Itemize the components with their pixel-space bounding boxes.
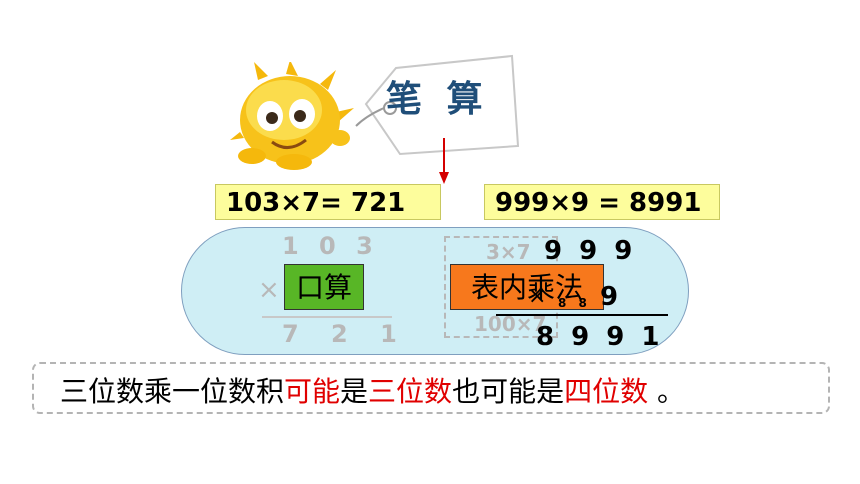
right-calc-multiplicand: 9 9 9 [544, 236, 637, 266]
times-table-label: 表内乘法 [450, 264, 604, 310]
equation-expr: 103×7= [226, 188, 351, 218]
left-calc-product: 7 2 1 [282, 320, 409, 348]
right-calc-divider [496, 314, 668, 316]
equation-box-2: 999×9 = 8991 [484, 184, 720, 220]
equation-expr: 999×9 = [495, 188, 630, 218]
statement-highlight: 四位数 [564, 375, 649, 408]
statement-part: 是 [340, 375, 369, 408]
hint-top: 3×7 [486, 240, 531, 264]
mental-math-label: 口算 [284, 264, 364, 310]
equation-box-1: 103×7= 721 [215, 184, 441, 220]
arrow-down-icon [439, 138, 449, 184]
right-calc-multiplier: 9 [600, 282, 619, 312]
written-calculation-tag: 笔 算 [386, 79, 489, 120]
statement-box [32, 362, 830, 414]
equation-result: 721 [351, 188, 406, 218]
conclusion-statement: 三位数乘一位数积可能是三位数也可能是四位数 。 [60, 370, 685, 410]
cartoon-mascot [230, 62, 354, 170]
left-calc-divider [262, 316, 392, 318]
statement-part: 也可能是 [452, 375, 565, 408]
calculation-oval [181, 227, 689, 355]
statement-part: 三位数乘一位数积 [60, 375, 285, 408]
statement-part: 。 [648, 375, 685, 408]
hint-bottom: 100×7 [474, 312, 547, 336]
left-calc-multiplicand: 1 0 3 [282, 232, 379, 260]
statement-highlight: 三位数 [368, 375, 453, 408]
right-calc-carry: 8 8 [558, 296, 591, 310]
equation-result: 8991 [629, 188, 702, 218]
statement-highlight: 可能 [284, 375, 341, 408]
right-calc-product: 8 9 9 1 [536, 322, 664, 352]
left-calc-times-sign: × [258, 275, 280, 305]
right-calc-times-sign: × [528, 284, 547, 309]
tag-shape [355, 54, 520, 156]
